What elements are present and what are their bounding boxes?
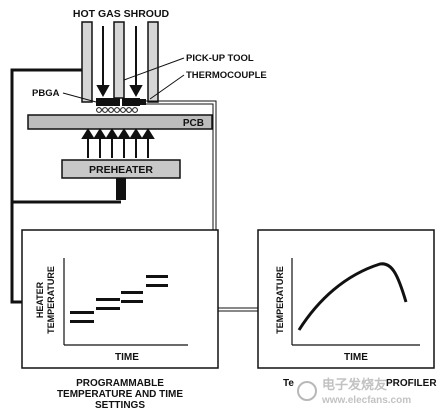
controller-time-label: TIME	[115, 352, 139, 363]
profiler-caption-start: Te	[283, 378, 294, 389]
thermocouple-label: THERMOCOUPLE	[186, 70, 267, 81]
thermocouple-tip	[138, 99, 146, 105]
pbga-package	[96, 98, 120, 106]
heater-temperature-label-1: HEATER	[35, 281, 45, 318]
pcb: PCB	[27, 114, 213, 130]
heater-control-cable	[10, 68, 121, 304]
thermocouple-wire	[140, 100, 258, 312]
shroud-left-wall	[81, 21, 93, 103]
setpoint-step-2a	[96, 298, 120, 301]
temperature-profile-curve	[297, 262, 408, 331]
controller-caption-line1: PROGRAMMABLE	[76, 378, 164, 389]
heater-temperature-label-2: TEMPERATURE	[46, 266, 56, 334]
setpoint-step-1a	[70, 311, 94, 314]
preheater: PREHEATER	[61, 159, 181, 200]
controller-axes	[63, 258, 188, 346]
preheater-label: PREHEATER	[89, 164, 153, 176]
setpoint-step-3a	[121, 291, 143, 294]
pbga-label: PBGA	[32, 88, 60, 99]
thermocouple-leader	[149, 74, 185, 100]
watermark-logo-icon	[297, 381, 317, 401]
profiler-axes	[291, 258, 420, 346]
pcb-label: PCB	[183, 118, 204, 129]
profiler-temperature-label: TEMPERATURE	[275, 266, 285, 334]
pick-up-tool-leader	[123, 57, 185, 81]
gas-flow-arrows	[96, 26, 143, 98]
temperature-controller-panel: HEATER TEMPERATURE TIME	[21, 229, 219, 369]
setpoint-step-3b	[121, 300, 143, 303]
shroud-right-wall	[147, 21, 159, 103]
heater-setpoints	[70, 275, 168, 323]
controller-caption-line3: SETTINGS	[95, 400, 145, 411]
watermark-line2: www.elecfans.com	[321, 395, 411, 406]
pbga-package-right	[122, 98, 140, 106]
pick-up-tool-label: PICK-UP TOOL	[186, 53, 254, 64]
heat-arrows	[81, 128, 155, 158]
watermark-line1: 电子发烧友	[322, 377, 387, 392]
pcb-board	[27, 114, 213, 130]
pbga-component	[96, 98, 140, 113]
profiler-time-label: TIME	[344, 352, 368, 363]
setpoint-step-1b	[70, 320, 94, 323]
hot-gas-shroud-label: HOT GAS SHROUD	[73, 8, 170, 20]
profiler-caption-end: PROFILER	[386, 378, 437, 389]
watermark: 电子发烧友 www.elecfans.com	[297, 377, 411, 406]
setpoint-step-4a	[146, 275, 168, 278]
setpoint-step-2b	[96, 307, 120, 310]
solder-balls	[96, 107, 138, 113]
controller-caption-line2: TEMPERATURE AND TIME	[57, 389, 183, 400]
temperature-profiler-panel: TEMPERATURE TIME	[257, 229, 435, 369]
pbga-leader	[62, 92, 97, 103]
hot-gas-shroud	[81, 21, 159, 103]
pick-up-tool	[113, 21, 125, 99]
setpoint-step-4b	[146, 284, 168, 287]
preheater-stand	[116, 178, 126, 200]
